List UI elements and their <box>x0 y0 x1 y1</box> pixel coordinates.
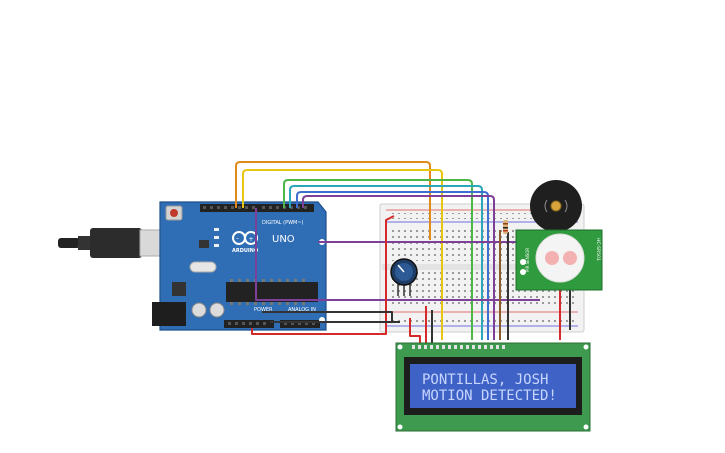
svg-text:–: – <box>236 236 239 243</box>
arduino-model: UNO <box>272 234 295 245</box>
resistor <box>503 220 508 234</box>
arduino-uno-board: DIGITAL (PWM~) – + ARDUINO UNO <box>152 201 327 331</box>
wire-black-gnd <box>262 311 393 322</box>
pir-label-2: PIR SENSOR <box>525 248 530 272</box>
digital-header-label: DIGITAL (PWM~) <box>262 220 304 226</box>
wire-orange <box>235 161 431 240</box>
lcd-line-1: PONTILLAS, JOSH <box>422 372 548 388</box>
wire-yellow <box>242 169 443 340</box>
power-jack <box>152 302 186 326</box>
lcd-module: PONTILLAS, JOSH MOTION DETECTED! <box>395 342 591 432</box>
wires <box>235 161 571 345</box>
piezo-buzzer <box>530 180 582 232</box>
pir-label-1: HC-SR501 <box>595 238 601 261</box>
arduino-logo: – + <box>232 231 258 245</box>
wire-purple-top <box>302 195 495 340</box>
atmega-chip <box>226 282 318 302</box>
arduino-brand: ARDUINO <box>232 248 258 254</box>
wire-green <box>283 179 473 340</box>
power-header-label: POWER <box>254 307 273 313</box>
wire-red-5v <box>251 215 395 335</box>
analog-header-label: ANALOG IN <box>288 307 316 313</box>
wire-purple-pir <box>255 208 540 301</box>
wire-blue <box>296 191 489 340</box>
wire-red-lcd <box>409 318 421 345</box>
crystal-oscillator <box>189 261 217 273</box>
usb-cable <box>58 228 171 258</box>
svg-text:+: + <box>249 236 254 243</box>
pir-sensor: HC-SR501 PIR SENSOR <box>515 229 603 291</box>
lcd-screen <box>410 364 576 408</box>
potentiometer <box>390 258 418 296</box>
lcd-line-2: MOTION DETECTED! <box>422 388 557 404</box>
wire-teal <box>289 185 483 340</box>
